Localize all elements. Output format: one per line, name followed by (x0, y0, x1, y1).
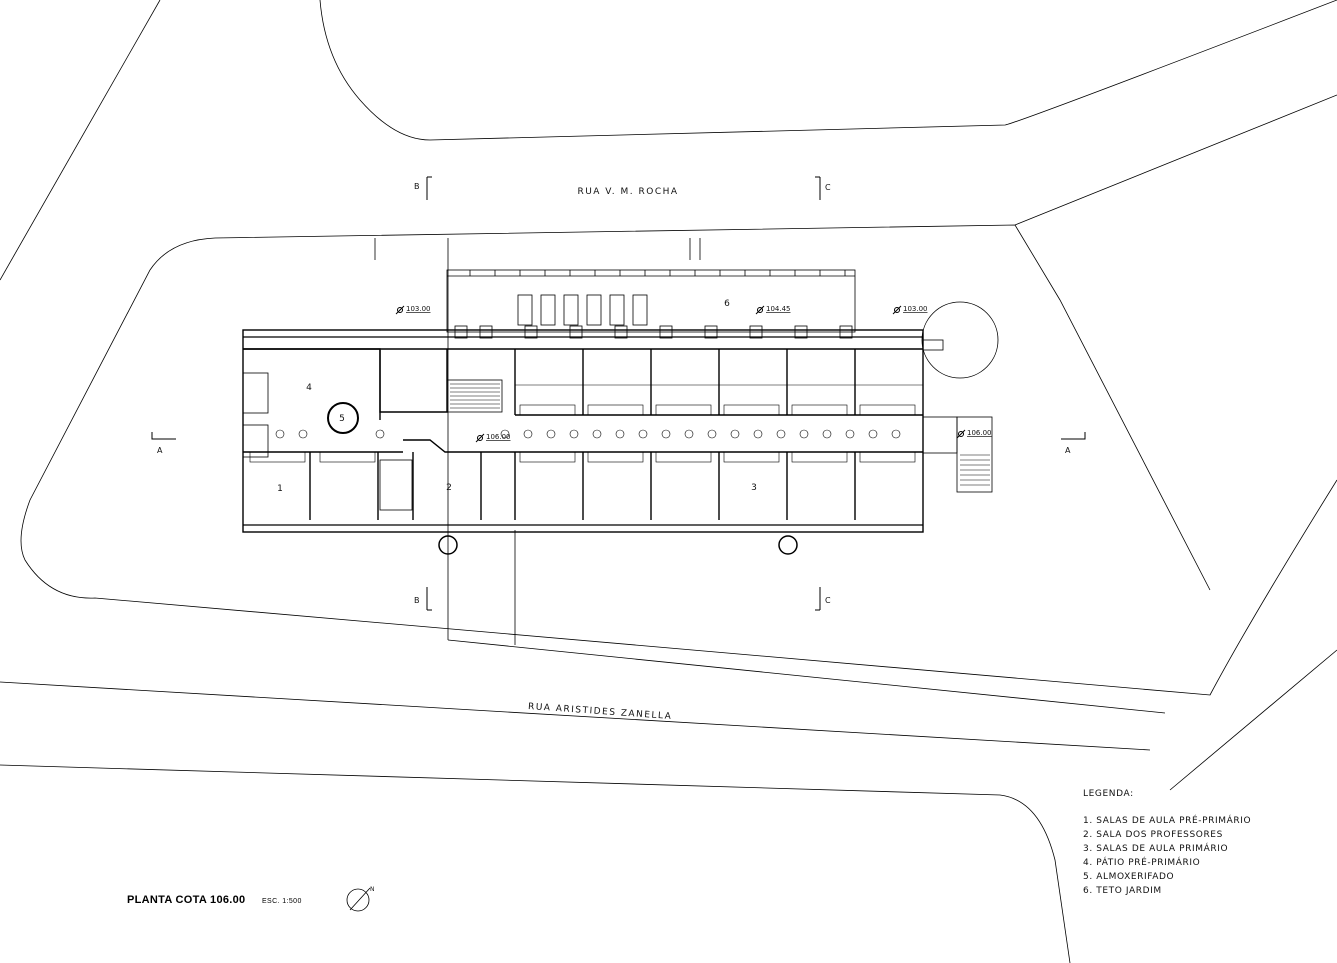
drawing-title: PLANTA COTA 106.00 (127, 894, 245, 906)
legend-item: 3. SALAS DE AULA PRIMÁRIO (1083, 842, 1333, 856)
room-number-3: 3 (751, 483, 757, 493)
elevation-marker (396, 306, 404, 314)
section-mark-b-top: B (414, 182, 420, 191)
north-arrow-letter: N (370, 886, 375, 893)
corridor-south-wall (403, 440, 923, 452)
elevation-label-4: 106.00 (486, 433, 511, 441)
street-curb-north (320, 0, 1337, 140)
corridor-columns (276, 430, 900, 438)
legend-item: 2. SALA DOS PROFESSORES (1083, 828, 1333, 842)
drawing-scale: ESC. 1:500 (262, 898, 302, 905)
legend-title: LEGENDA: (1083, 789, 1333, 799)
street-curb-southwest (0, 765, 1070, 963)
roof-garden-ribs (470, 270, 845, 276)
room-number-5: 5 (339, 414, 345, 424)
legend-item: 1. SALAS DE AULA PRÉ-PRIMÁRIO (1083, 814, 1333, 828)
legend-item: 6. TETO JARDIM (1083, 884, 1333, 898)
room-number-2: 2 (446, 483, 452, 493)
elevation-label-2: 104.45 (766, 305, 791, 313)
legend: LEGENDA: 1. SALAS DE AULA PRÉ-PRIMÁRIO 2… (1083, 789, 1333, 898)
street-name-north: RUA V. M. ROCHA (577, 187, 678, 197)
section-mark-a-left: A (157, 446, 163, 455)
section-mark-a-right: A (1065, 446, 1071, 455)
restroom-central (380, 460, 412, 510)
legend-item: 4. PÁTIO PRÉ-PRIMÁRIO (1083, 856, 1333, 870)
street-curb-northeast (1015, 95, 1337, 225)
site-top-edge (215, 225, 1210, 590)
street-edge-southeast (1170, 650, 1337, 790)
room-number-6: 6 (724, 299, 730, 309)
section-mark-c-bottom: C (825, 596, 831, 605)
elevation-marker (893, 306, 901, 314)
pillar-2 (779, 536, 797, 554)
elevation-marker (957, 430, 965, 438)
room-number-4: 4 (306, 383, 312, 393)
elevation-marker (476, 434, 484, 442)
skylights (518, 295, 647, 325)
section-mark-b-bottom: B (414, 596, 420, 605)
section-lines (152, 177, 1085, 610)
elevation-marker (756, 306, 764, 314)
access-path-4 (690, 238, 700, 260)
roof-garden-outline (447, 270, 855, 332)
street-edge-south-2 (0, 682, 1150, 750)
street-name-south: RUA ARISTIDES ZANELLA (528, 702, 673, 722)
elevation-label-3: 103.00 (903, 305, 928, 313)
legend-item: 5. ALMOXERIFADO (1083, 870, 1333, 884)
room-number-1: 1 (277, 484, 283, 494)
street-curb-west (0, 0, 160, 280)
elevation-label-1: 103.00 (406, 305, 431, 313)
site-boundary (21, 238, 1337, 695)
elevation-label-5: 106.00 (967, 429, 992, 437)
title-block: PLANTA COTA 106.00 ESC. 1:500 (127, 890, 302, 908)
street-edge-south-1 (448, 640, 1165, 713)
restroom-west (243, 373, 268, 413)
section-mark-c-top: C (825, 183, 831, 192)
